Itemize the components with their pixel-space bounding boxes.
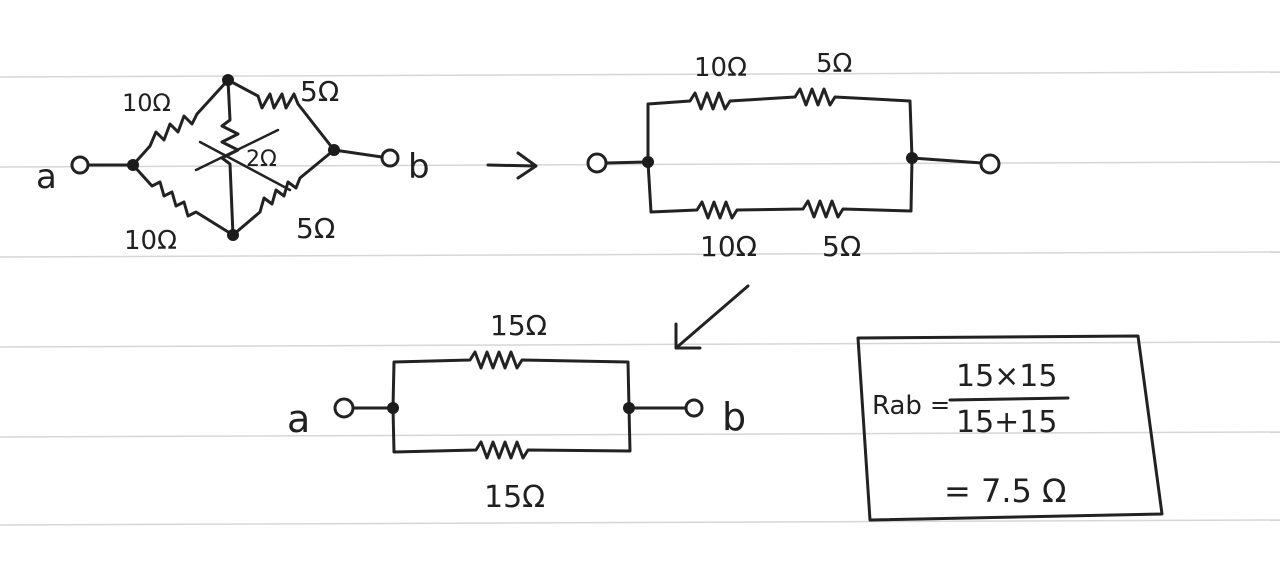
terminal-a: [70, 155, 90, 175]
label-r-bottom-1: 10Ω: [700, 230, 757, 263]
result-box-border: [856, 334, 1164, 522]
label-r-top-left: 10Ω: [122, 89, 171, 117]
label-r-bottom-left: 10Ω: [124, 226, 177, 256]
resistor-bottom-right: [231, 148, 336, 237]
label-b: b: [722, 395, 746, 439]
label-r-bottom-right: 5Ω: [296, 212, 335, 245]
top-branch-resistors: [646, 87, 914, 164]
terminal-b: [380, 148, 400, 168]
arrow-down-left-icon: [674, 284, 750, 350]
ruled-line: [0, 519, 1280, 526]
resistor-middle: [220, 78, 240, 237]
terminal-right: [979, 153, 1001, 175]
bottom-branch-resistors: [646, 156, 914, 220]
label-r-top-1: 10Ω: [694, 53, 747, 83]
resistor-top-left: [131, 78, 230, 167]
label-r-bottom-2: 5Ω: [822, 230, 861, 263]
resistor-bottom: [391, 406, 632, 460]
wire: [604, 160, 650, 165]
label-r-top: 15Ω: [490, 309, 547, 342]
ruled-line: [0, 431, 1280, 438]
node-dot: [623, 402, 635, 414]
parallel-circuit: a b 15Ω 15Ω: [287, 309, 746, 515]
wire: [198, 140, 292, 192]
fraction-bar: [948, 396, 1070, 402]
ruled-line: [0, 71, 1280, 78]
ruled-line: [0, 341, 1280, 348]
resistor-bottom-left: [131, 163, 235, 237]
node-dot: [642, 156, 654, 168]
resistor-top: [391, 350, 631, 410]
result-lhs: Rab: [872, 391, 922, 421]
result-denominator: 15+15: [956, 405, 1057, 440]
result-value: = 7.5 Ω: [944, 472, 1067, 510]
label-b: b: [408, 147, 430, 187]
wire: [194, 128, 280, 172]
wire: [332, 148, 384, 159]
label-r-top-right: 5Ω: [300, 75, 339, 108]
bridge-circuit: a b 10Ω 5Ω 10Ω 5Ω 2Ω: [36, 74, 430, 256]
resistor-top-right: [226, 78, 336, 152]
result-numerator: 15×15: [956, 359, 1057, 394]
node-dot: [328, 144, 340, 156]
node-dot: [127, 159, 139, 171]
node-dot: [222, 74, 234, 86]
ruled-line: [0, 161, 1280, 168]
arrow-right-icon: [486, 151, 538, 180]
result-box: Rab = 15×15 15+15 = 7.5 Ω: [856, 334, 1164, 522]
label-a: a: [36, 157, 57, 197]
terminal-b: [684, 398, 704, 418]
node-dot: [387, 402, 399, 414]
ruled-line: [0, 251, 1280, 258]
label-r-bottom: 15Ω: [484, 480, 545, 515]
terminal-a: [333, 397, 355, 419]
node-dot: [227, 229, 239, 241]
series-parallel-circuit: 10Ω 5Ω 10Ω 5Ω: [586, 49, 1001, 263]
label-r-top-2: 5Ω: [816, 49, 852, 79]
terminal-left: [586, 152, 608, 174]
wire: [910, 156, 984, 165]
label-r-middle: 2Ω: [246, 147, 277, 172]
node-dot: [906, 152, 918, 164]
result-equals: =: [930, 391, 950, 419]
label-a: a: [287, 397, 310, 441]
notebook-ruled-lines: [0, 71, 1280, 526]
